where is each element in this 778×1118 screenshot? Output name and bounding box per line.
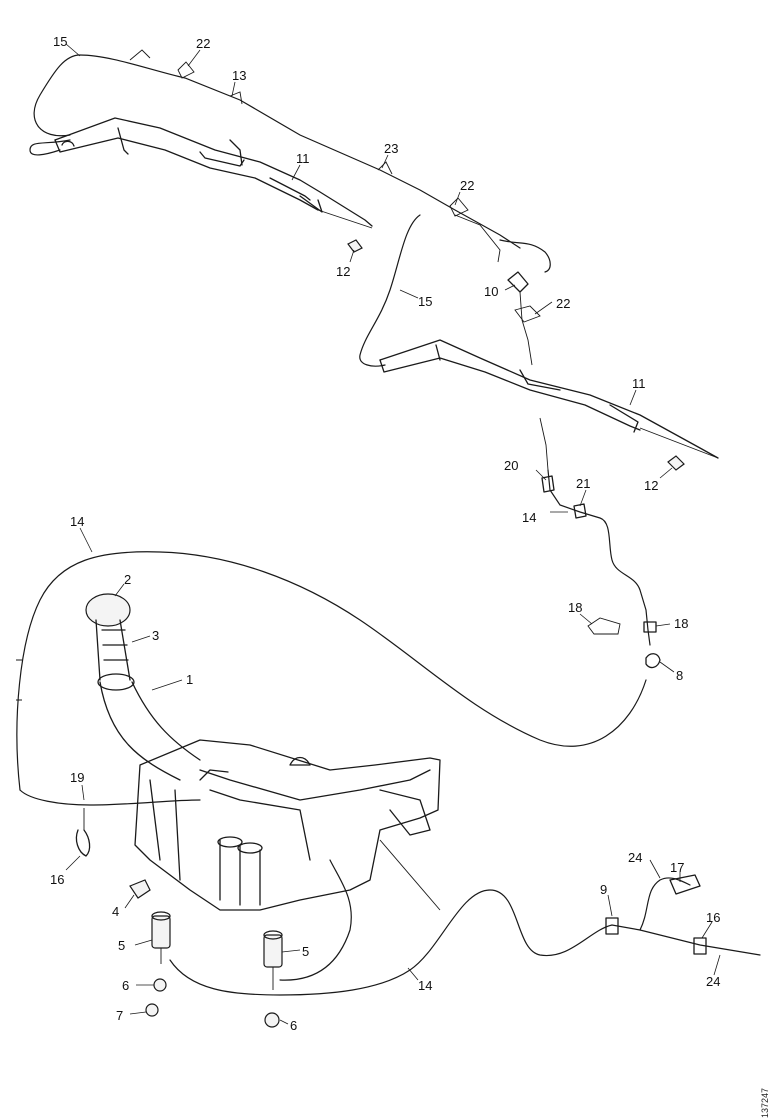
check-valve-10 [507,271,541,366]
callout-label: 12 [644,478,658,493]
callout-label: 1 [186,672,193,687]
wiper-arm-right [359,214,719,459]
callout-label: 3 [152,628,159,643]
callout-label: 16 [50,872,64,887]
callout-label: 5 [302,944,309,959]
callout-label: 19 [70,770,84,785]
callout-label: 14 [418,978,432,993]
callout-label: 20 [504,458,518,473]
callout-label: 9 [600,882,607,897]
callout-label: 24 [706,974,720,989]
callout-label: 7 [116,1008,123,1023]
hose-upper [29,49,521,249]
clip-12-left [347,239,363,253]
callout-label: 2 [124,572,131,587]
callout-label: 16 [706,910,720,925]
callout-label: 14 [522,510,536,525]
callout-label: 15 [53,34,67,49]
callout-label: 6 [290,1018,297,1033]
hose-14-loop-clip-a [16,659,22,701]
callout-label: 11 [632,376,646,391]
callout-label: 6 [122,978,129,993]
callout-label: 15 [418,294,432,309]
filler-neck [85,593,201,781]
callout-label: 23 [384,141,398,156]
callout-label: 11 [296,151,310,166]
callout-label: 22 [460,178,474,193]
hose-14-loop [16,551,647,791]
hose-lower-right [169,839,761,996]
grommet-7 [145,1003,159,1017]
leader-lines [65,43,721,1025]
reference-code: 137247 [760,1088,770,1118]
washer-pump-left [151,911,171,964]
callout-label: 22 [556,296,570,311]
bracket-4 [129,879,151,899]
callout-label: 12 [336,264,350,279]
callout-label: 18 [568,600,582,615]
callout-labels: 15 22 13 11 23 22 12 15 10 22 11 12 20 2… [50,34,720,1033]
wiper-arm-left [54,117,373,229]
grommet-6-left [153,978,167,992]
callout-label: 8 [676,668,683,683]
washer-pump-right [263,930,283,990]
washer-reservoir [134,739,441,911]
callout-label: 13 [232,68,246,83]
hose-left-lower [19,789,201,857]
callout-label: 5 [118,938,125,953]
callout-label: 14 [70,514,84,529]
callout-label: 24 [628,850,642,865]
callout-label: 17 [670,860,684,875]
clip-12-right [667,455,685,471]
callout-label: 22 [196,36,210,51]
callout-label: 4 [112,904,119,919]
callout-label: 21 [576,476,590,491]
grommet-6-right [264,1012,280,1028]
callout-label: 18 [674,616,688,631]
hose-right-lower [539,417,661,669]
callout-label: 10 [484,284,498,299]
